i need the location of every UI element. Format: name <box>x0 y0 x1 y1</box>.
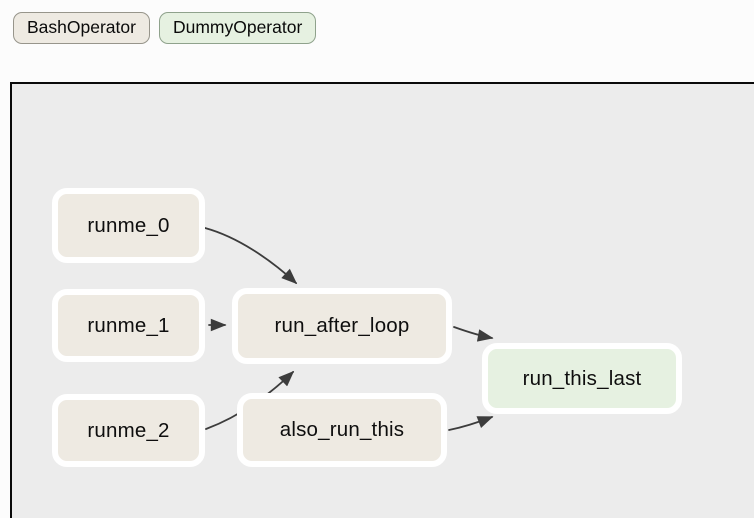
legend-badge-dummy-operator: DummyOperator <box>158 12 317 44</box>
task-node-runme_2[interactable]: runme_2 <box>52 394 205 467</box>
task-node-label: run_after_loop <box>274 314 410 337</box>
task-node-label: runme_2 <box>87 418 170 442</box>
task-node-runme_0[interactable]: runme_0 <box>52 188 205 263</box>
task-node-runme_1[interactable]: runme_1 <box>52 289 205 362</box>
task-node-also_run_this[interactable]: also_run_this <box>237 393 447 467</box>
task-node-label: run_this_last <box>522 366 642 390</box>
task-node-label: runme_1 <box>87 313 170 337</box>
task-node-run_after_loop[interactable]: run_after_loop <box>232 288 452 364</box>
task-node-label: runme_0 <box>87 213 170 237</box>
task-node-label: also_run_this <box>279 418 405 441</box>
task-node-run_this_last[interactable]: run_this_last <box>482 343 682 414</box>
legend-badge-bash-operator: BashOperator <box>13 12 150 44</box>
